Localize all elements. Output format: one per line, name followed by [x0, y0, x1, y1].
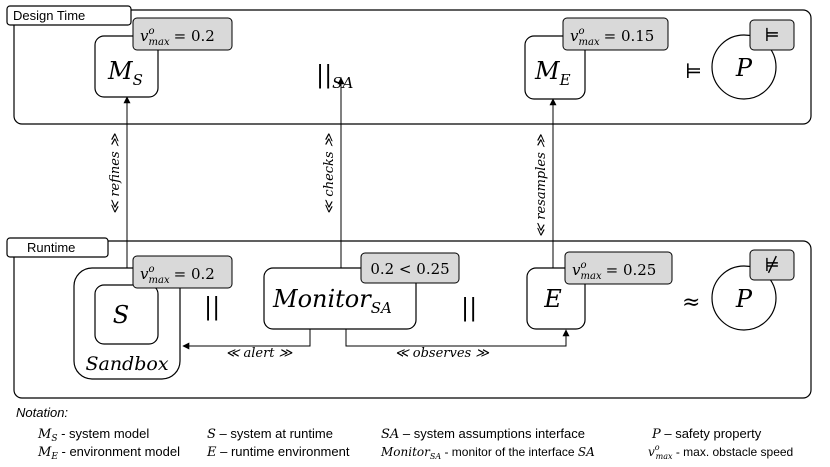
- runtime-property-label: P: [735, 285, 753, 313]
- notation-assumptions-interface: SA – system assumptions interface: [381, 426, 585, 442]
- notation-environment-model: ME - environment model: [37, 444, 180, 462]
- observes-arrow: [345, 329, 570, 347]
- runtime-parallel-operator-2: ||: [461, 294, 477, 323]
- notation-monitor: MonitorSA - monitor of the interface SA: [380, 445, 595, 461]
- ms-box: [94, 35, 159, 98]
- e-label: E: [543, 285, 562, 313]
- design-entails-symbol: ⊨: [685, 59, 702, 83]
- alert-label: ≪ alert ≫: [226, 346, 293, 361]
- design-time-title: Design Time: [13, 8, 85, 23]
- notation-system-model: MS - system model: [37, 426, 149, 444]
- design-property-label: P: [735, 54, 753, 82]
- notation-runtime-environment: E – runtime environment: [206, 444, 350, 460]
- observes-label: ≪ observes ≫: [395, 346, 489, 361]
- runtime-property-tag-symbol: ⊭: [764, 255, 779, 276]
- observes-relation: ≪ observes ≫: [345, 329, 570, 361]
- me-label: ME: [534, 57, 571, 89]
- design-time-tab: [6, 5, 132, 26]
- me-speed-tag: [562, 17, 669, 51]
- resamples-label: ≪ resamples ≫: [534, 134, 549, 237]
- runtime-title: Runtime: [27, 240, 75, 255]
- vertical-connectors: [123, 77, 557, 285]
- notation-title: Notation:: [16, 405, 68, 420]
- monitor-label: MonitorSA: [272, 285, 392, 317]
- checks-label: ≪ checks ≫: [322, 133, 337, 214]
- ms-speed-tag: [132, 17, 233, 51]
- sandbox-label: Sandbox: [85, 353, 168, 375]
- notation-safety-property: P – safety property: [651, 426, 762, 442]
- e-speed-tag: [564, 251, 673, 285]
- monitor-check-tag: [360, 252, 460, 284]
- monitor-check-tag-text: 0.2 < 0.25: [370, 260, 449, 278]
- runtime-parallel-operator-1: ||: [204, 293, 220, 322]
- alert-arrow: [182, 329, 311, 350]
- design-property-node: P ⊨: [711, 19, 795, 100]
- design-parallel-operator: ||SA: [316, 61, 353, 92]
- design-property-circle: [711, 34, 777, 100]
- runtime-property-circle: [711, 265, 777, 331]
- notation-legend: Notation: MS - system model ME - environ…: [16, 405, 793, 462]
- monitor-node: MonitorSA 0.2 < 0.25: [263, 252, 460, 330]
- runtime-property-node: P ⊭: [711, 249, 795, 331]
- refines-label: ≪ refines ≫: [108, 133, 123, 214]
- s-speed-tag: [132, 255, 233, 289]
- ms-label: MS: [107, 57, 143, 89]
- design-property-tag-symbol: ⊨: [764, 25, 779, 46]
- me-box: [524, 35, 586, 100]
- s-label: S: [113, 301, 129, 329]
- runtime-property-tag: [749, 249, 795, 281]
- runtime-tab: [6, 237, 109, 258]
- design-property-tag: [749, 19, 795, 51]
- notation-system-runtime: S – system at runtime: [207, 426, 333, 442]
- alert-relation: ≪ alert ≫: [182, 329, 311, 361]
- s-box: [94, 284, 159, 345]
- runtime-approx-symbol: ≈: [682, 290, 700, 315]
